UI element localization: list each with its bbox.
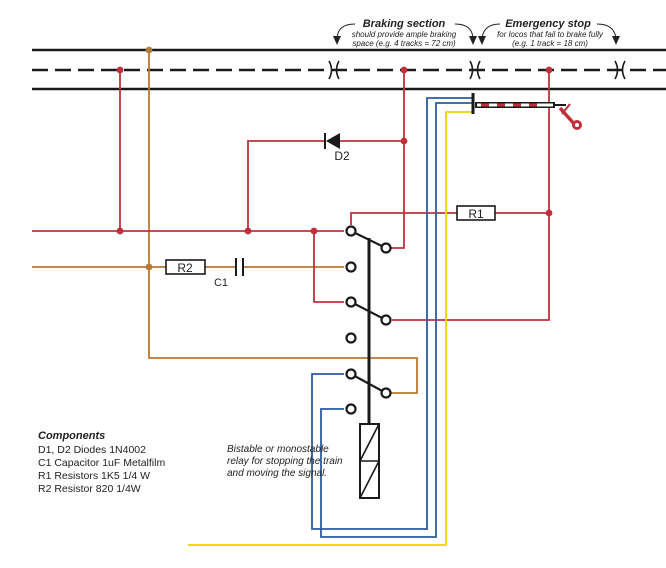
component-item: R2 Resistor 820 1/4W	[38, 483, 141, 495]
capacitor-c1	[235, 258, 244, 276]
contact-3c	[345, 403, 357, 415]
component-item: C1 Capacitor 1uF Metalfilm	[38, 457, 165, 469]
emergency-left-arrowhead	[478, 36, 486, 45]
components-title: Components	[38, 430, 105, 442]
junction-dots	[116, 46, 553, 271]
contact-2c	[345, 332, 357, 344]
isolating-joint-1	[328, 60, 340, 80]
contact-3b	[380, 387, 392, 399]
emergency-stop-sub2: (e.g. 1 track = 18 cm)	[512, 39, 588, 48]
relay-note: Bistable or monostable relay for stoppin…	[227, 444, 343, 479]
switch-arm-2	[350, 301, 387, 321]
braking-right-arrowhead	[469, 36, 477, 45]
contact-1c	[345, 261, 357, 273]
braking-section-sub2: space (e.g. 4 tracks = 72 cm)	[352, 39, 456, 48]
red-emergency-feed	[392, 70, 550, 321]
track	[32, 48, 666, 91]
red-wires	[32, 70, 550, 321]
braking-right-arrow	[454, 23, 474, 39]
emergency-right-arrow	[596, 23, 617, 39]
red-diode-branch	[247, 140, 324, 231]
braking-section-sub1: should provide ample braking	[352, 30, 457, 39]
blue-inner-loop	[320, 102, 473, 538]
junction-dot	[145, 46, 153, 54]
diode-d2	[324, 133, 340, 149]
resistor-r2-label: R2	[177, 261, 193, 275]
braking-left-arrow	[336, 23, 356, 39]
junction-dot	[545, 209, 553, 217]
braking-section-annotation: Braking section should provide ample bra…	[333, 18, 477, 48]
junction-dot	[116, 227, 124, 235]
junction-dot	[400, 137, 408, 145]
signal-lamp	[558, 103, 582, 130]
brown-rail-feed	[148, 50, 418, 394]
emergency-stop-title: Emergency stop	[505, 18, 591, 30]
resistor-r1	[456, 205, 496, 221]
signal-arm	[471, 93, 566, 114]
switch-arm-1	[350, 230, 387, 249]
yellow-wire	[188, 111, 473, 546]
isolating-joint-3	[614, 60, 626, 80]
isolating-joint-2	[469, 60, 481, 80]
contact-1a	[345, 225, 357, 237]
junction-dot	[145, 263, 153, 271]
junction-dot	[400, 66, 408, 74]
resistor-r2	[165, 259, 206, 275]
braking-section-title: Braking section	[363, 18, 446, 30]
capacitor-c1-label: C1	[214, 277, 228, 289]
contact-3a	[345, 368, 357, 380]
component-item: D1, D2 Diodes 1N4002	[38, 444, 146, 456]
junction-dot	[244, 227, 252, 235]
relay-note-line: and moving the signal.	[227, 468, 327, 479]
red-lower-contact	[313, 231, 344, 303]
diode-d2-label: D2	[334, 149, 350, 163]
resistor-r1-label: R1	[468, 207, 484, 221]
brown-wires	[32, 50, 418, 394]
contact-1b	[380, 242, 392, 254]
contact-2b	[380, 314, 392, 326]
emergency-stop-annotation: Emergency stop for locos that fail to br…	[478, 18, 620, 48]
red-r1-left	[350, 212, 457, 225]
components-list: Components D1, D2 Diodes 1N4002 C1 Capac…	[38, 430, 165, 495]
relay-contacts	[345, 225, 392, 415]
junction-dot	[545, 66, 553, 74]
emergency-stop-sub1: for locos that fail to brake fully	[497, 30, 604, 39]
relay-note-line: relay for stopping the train	[227, 456, 343, 467]
blue-wires	[311, 97, 473, 538]
relay-coil	[359, 423, 380, 499]
relay-note-line: Bistable or monostable	[227, 444, 329, 455]
junction-dot	[116, 66, 124, 74]
junction-dot	[310, 227, 318, 235]
braking-left-arrowhead	[333, 36, 341, 45]
red-braking-feed	[391, 70, 405, 249]
switch-arm-3	[350, 373, 387, 394]
component-item: R1 Resistors 1K5 1/4 W	[38, 470, 150, 482]
blue-outer-loop	[311, 97, 473, 530]
emergency-left-arrow	[481, 23, 501, 39]
emergency-right-arrowhead	[612, 36, 620, 45]
contact-2a	[345, 296, 357, 308]
